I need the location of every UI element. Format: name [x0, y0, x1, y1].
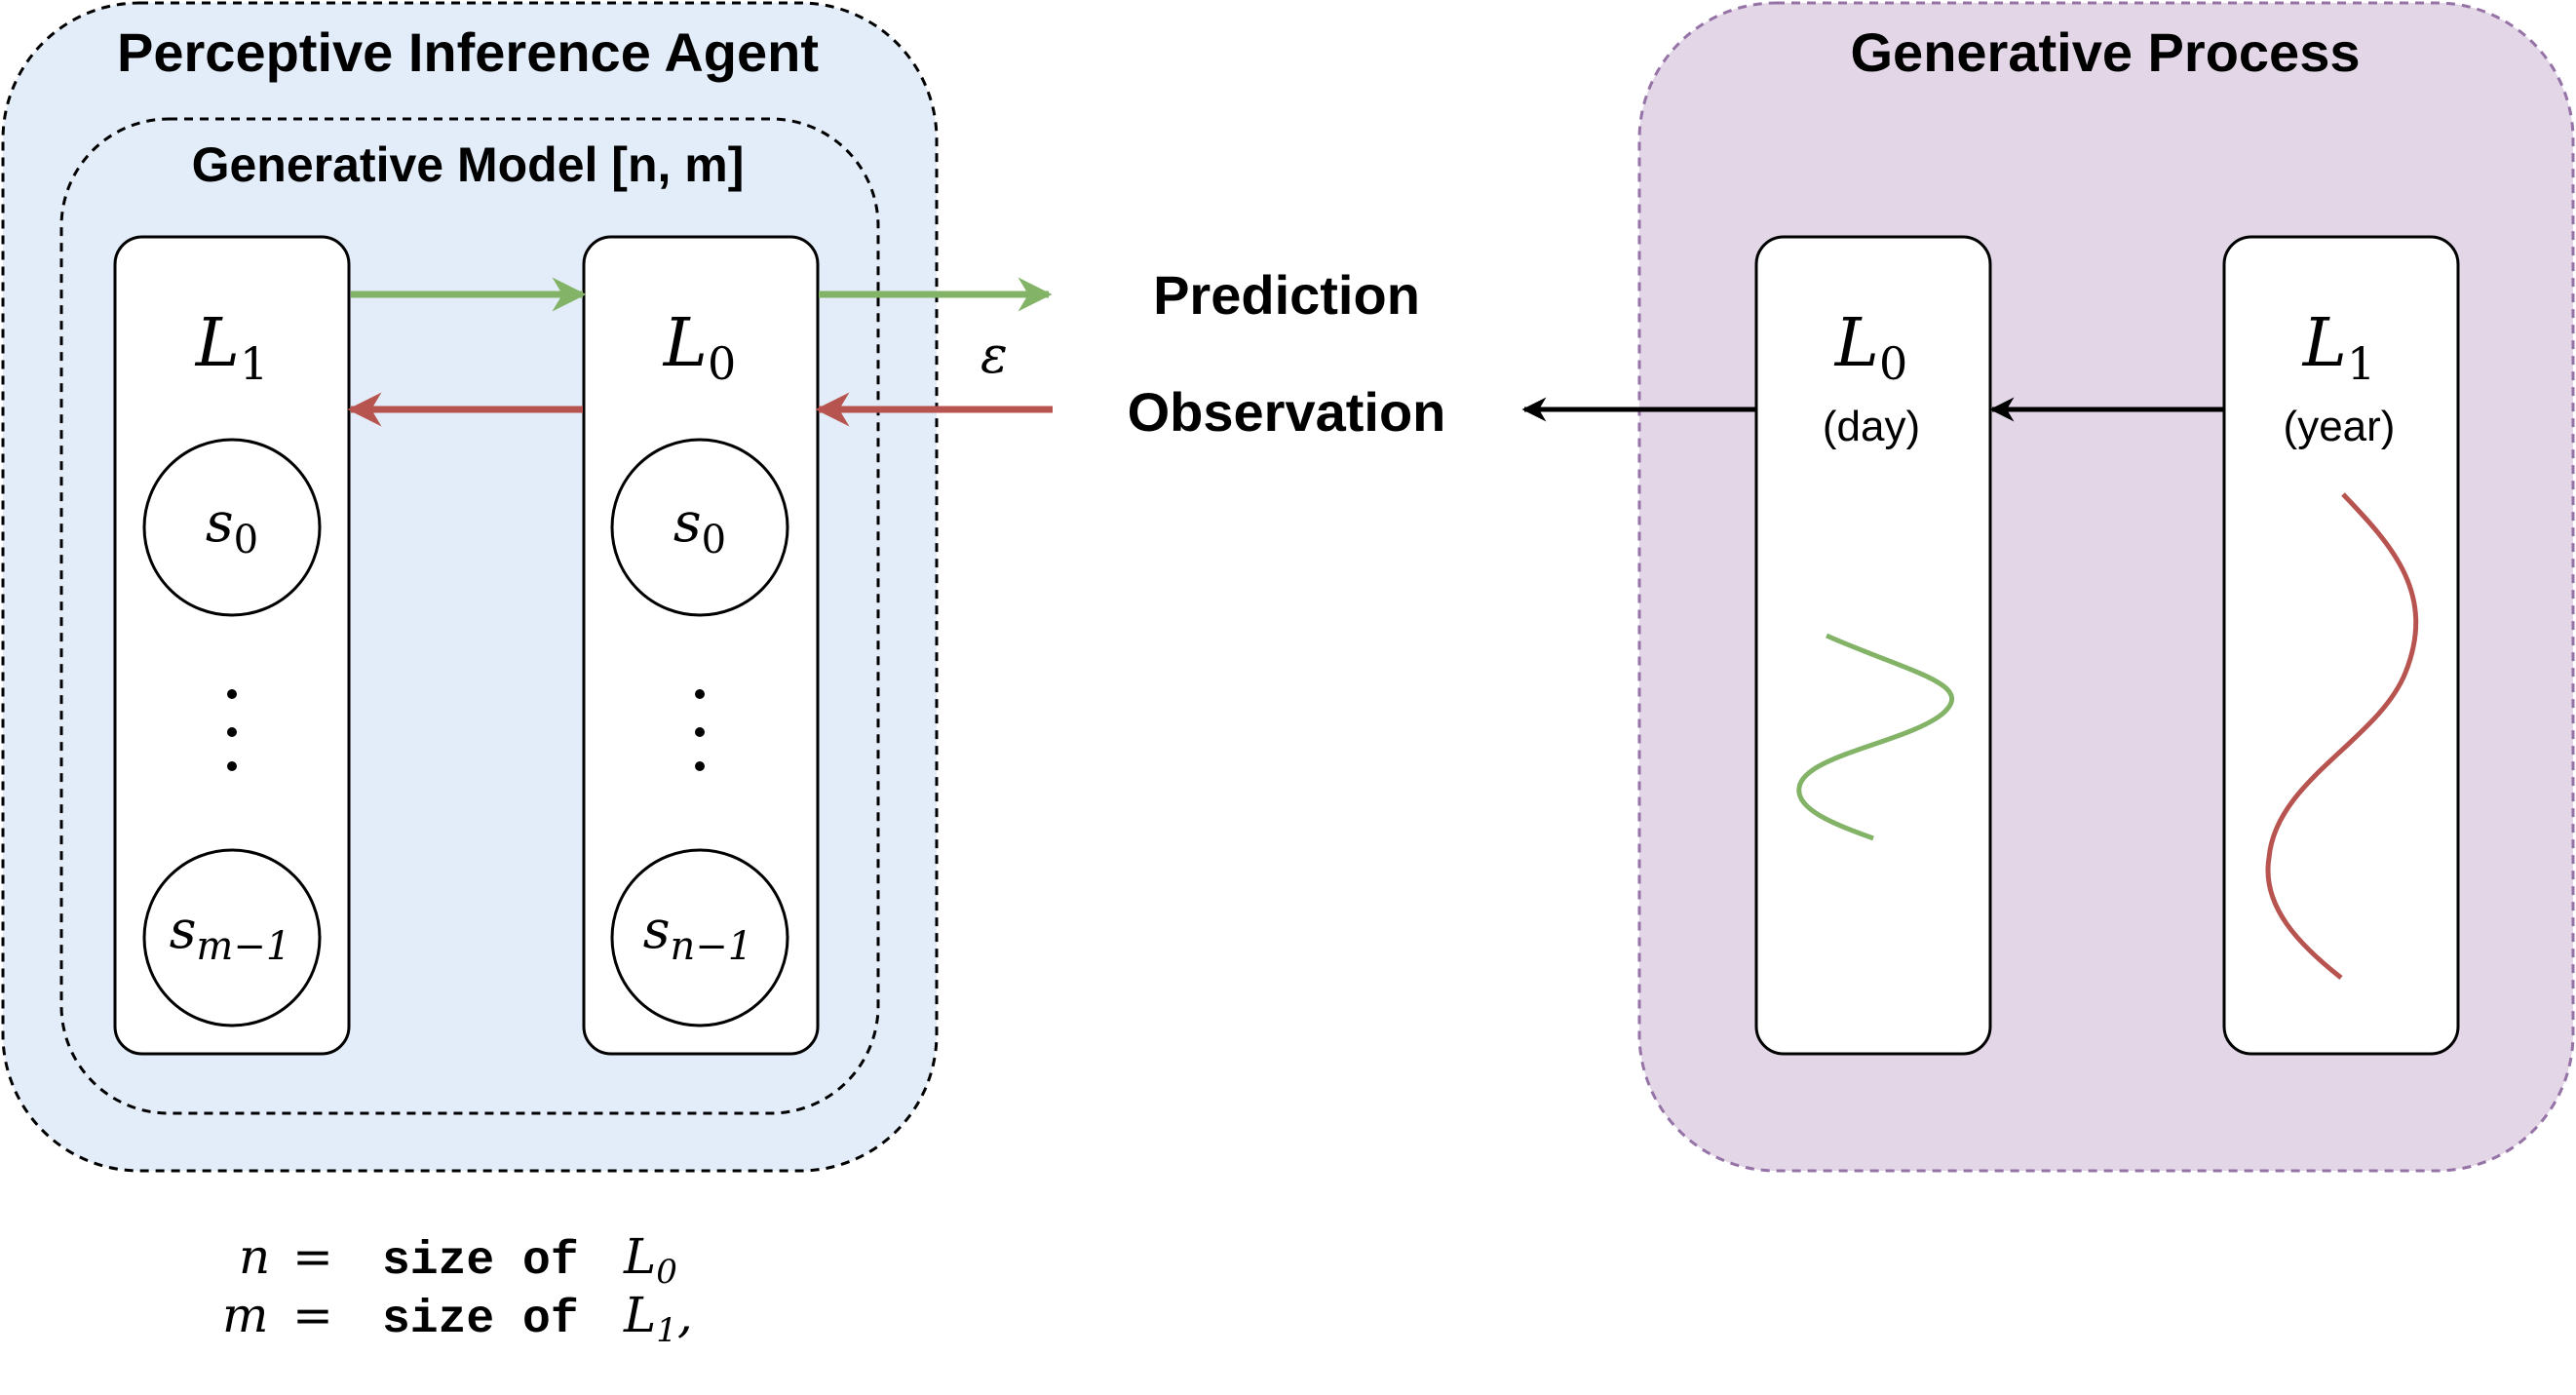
agent-l0-state-first	[610, 438, 789, 617]
agent-l1-label: L1	[194, 305, 268, 390]
generative-model-container	[59, 117, 880, 1115]
agent-l1-state-first	[142, 438, 322, 617]
agent-l0-state-last-label: sn−1	[643, 899, 752, 969]
process-l0-box	[1754, 235, 1992, 1056]
agent-l1-box	[113, 235, 351, 1056]
agent-l0-state-last	[610, 848, 789, 1027]
agent-l1-ellipsis	[227, 689, 237, 771]
observation-label: Observation	[1128, 381, 1446, 443]
agent-title: Perceptive Inference Agent	[117, 21, 819, 83]
process-l1-wave	[2265, 492, 2419, 980]
agent-l0-label: L0	[662, 305, 736, 390]
agent-l1-state-first-label: s0	[206, 491, 258, 562]
agent-l0-state-first-label: s0	[673, 491, 726, 562]
process-l1-label: L1	[2301, 305, 2375, 390]
agent-l1-state-last	[142, 848, 322, 1027]
process-l0-label: L0	[1833, 305, 1907, 390]
agent-l0-box	[582, 235, 820, 1056]
process-l0-caption: (day)	[1823, 403, 1920, 450]
process-l0-wave	[1796, 633, 1955, 841]
legend-line-n: n = size of L0	[239, 1228, 677, 1292]
generative-model-title: Generative Model [n, m]	[192, 137, 745, 192]
prediction-label: Prediction	[1153, 264, 1420, 326]
process-l1-box	[2222, 235, 2460, 1056]
agent-l0-ellipsis	[695, 689, 705, 771]
epsilon-label: ε	[980, 327, 1008, 385]
legend-line-m: m = size of L1,	[222, 1287, 693, 1350]
agent-l1-state-last-label: sm−1	[170, 899, 291, 969]
process-title: Generative Process	[1851, 21, 2361, 83]
process-l1-caption: (year)	[2284, 403, 2396, 450]
